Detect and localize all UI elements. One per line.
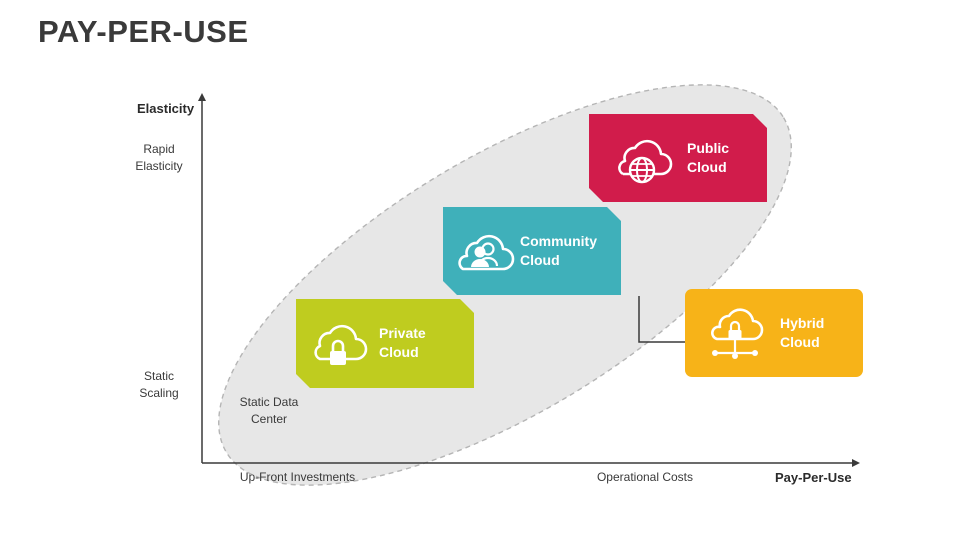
- cloud-globe-icon: [618, 139, 673, 184]
- private-cloud-card: Private Cloud: [296, 299, 474, 388]
- cloud-lock-icon: [314, 324, 368, 365]
- hybrid-card-shape: [685, 289, 863, 377]
- y-axis-title: Elasticity: [137, 101, 195, 116]
- y-tick-static-scaling: Static Scaling: [139, 369, 179, 400]
- hybrid-card-fill: [685, 289, 863, 377]
- hybrid-cloud-card: Hybrid Cloud: [685, 289, 863, 377]
- private-card-fill: [296, 299, 474, 388]
- x-axis-arrow: [852, 459, 860, 467]
- y-tick-rapid-elasticity: Rapid Elasticity: [135, 142, 183, 173]
- public-cloud-card: Public Cloud: [589, 114, 767, 202]
- y-axis-arrow: [198, 93, 206, 101]
- public-cloud-label: Public Cloud: [687, 140, 730, 175]
- page-title: PAY-PER-USE: [38, 14, 249, 49]
- community-card-shape: [443, 207, 621, 295]
- private-cloud-label: Private Cloud: [379, 325, 426, 360]
- community-cloud-card: Community Cloud: [443, 207, 621, 295]
- cloud-lock-network-icon: [711, 308, 764, 359]
- hybrid-cloud-label: Hybrid Cloud: [780, 315, 825, 350]
- community-cloud-label: Community Cloud: [520, 233, 597, 268]
- hybrid-connector: [638, 296, 686, 343]
- x-tick-up-front-investments: Up-Front Investments: [239, 470, 356, 484]
- x-axis-title: Pay-Per-Use: [775, 470, 852, 485]
- static-data-center-label: Static Data Center: [239, 395, 299, 426]
- cloud-users-icon: [458, 234, 515, 271]
- private-card-shape: [296, 299, 474, 388]
- x-tick-operational-costs: Operational Costs: [596, 470, 694, 484]
- community-card-fill: [443, 207, 621, 295]
